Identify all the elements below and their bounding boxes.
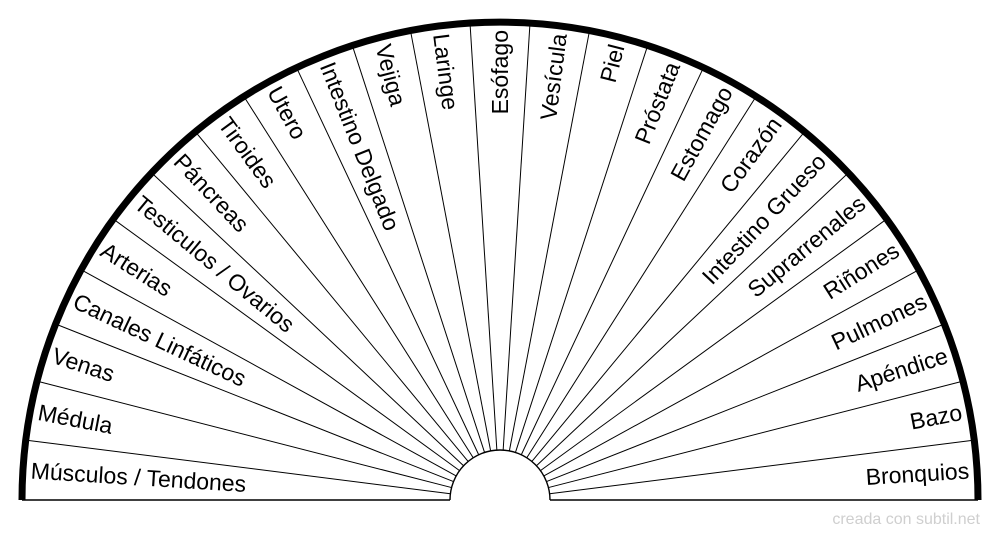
sector-divider xyxy=(520,69,704,455)
sector-divider xyxy=(514,47,648,453)
sector-divider xyxy=(548,381,962,489)
sector-label: Bazo xyxy=(908,399,964,434)
sector-label: Esófago xyxy=(487,30,513,114)
sector-label: Venas xyxy=(49,342,118,386)
sector-divider xyxy=(296,69,480,455)
outer-arc xyxy=(18,18,982,501)
sector-divider xyxy=(196,132,469,462)
sector-divider xyxy=(508,32,590,451)
sector-label: Médula xyxy=(36,399,115,439)
sector-label: Apéndice xyxy=(852,342,951,396)
sector-label: Arterias xyxy=(96,237,177,301)
sector-divider xyxy=(469,24,498,451)
sector-divider xyxy=(27,439,451,495)
sector-label: Vesícula xyxy=(535,32,572,122)
sector-label: Bronquios xyxy=(865,458,970,490)
sector-divider xyxy=(38,381,452,489)
inner-arc xyxy=(449,449,551,501)
sector-divider xyxy=(152,173,464,467)
sector-divider xyxy=(536,173,848,467)
sector-divider xyxy=(352,47,486,453)
sector-divider xyxy=(244,97,474,459)
sector-divider xyxy=(543,270,918,477)
sector-label: Corazón xyxy=(715,112,787,198)
sector-divider xyxy=(410,32,492,451)
sector-divider xyxy=(549,439,973,495)
sector-divider xyxy=(546,324,943,483)
credit-text: creada con subtil.net xyxy=(832,511,980,528)
sector-dividers xyxy=(27,24,973,495)
sector-label: Próstata xyxy=(629,58,685,147)
sector-label: Vejiga xyxy=(371,42,412,109)
sector-label: Piel xyxy=(595,42,630,86)
sector-divider xyxy=(57,324,454,483)
sector-divider xyxy=(82,270,457,477)
sector-divider xyxy=(502,24,531,451)
sector-divider xyxy=(531,132,804,462)
sector-label: Riñones xyxy=(819,237,904,304)
sector-label: Pulmones xyxy=(827,288,931,355)
sector-divider xyxy=(540,219,886,472)
sector-label: Utero xyxy=(262,82,312,144)
sector-label: Laringe xyxy=(428,32,463,111)
sector-label: Tiroides xyxy=(213,112,282,193)
sector-divider xyxy=(526,97,756,459)
sector-divider xyxy=(114,219,460,472)
